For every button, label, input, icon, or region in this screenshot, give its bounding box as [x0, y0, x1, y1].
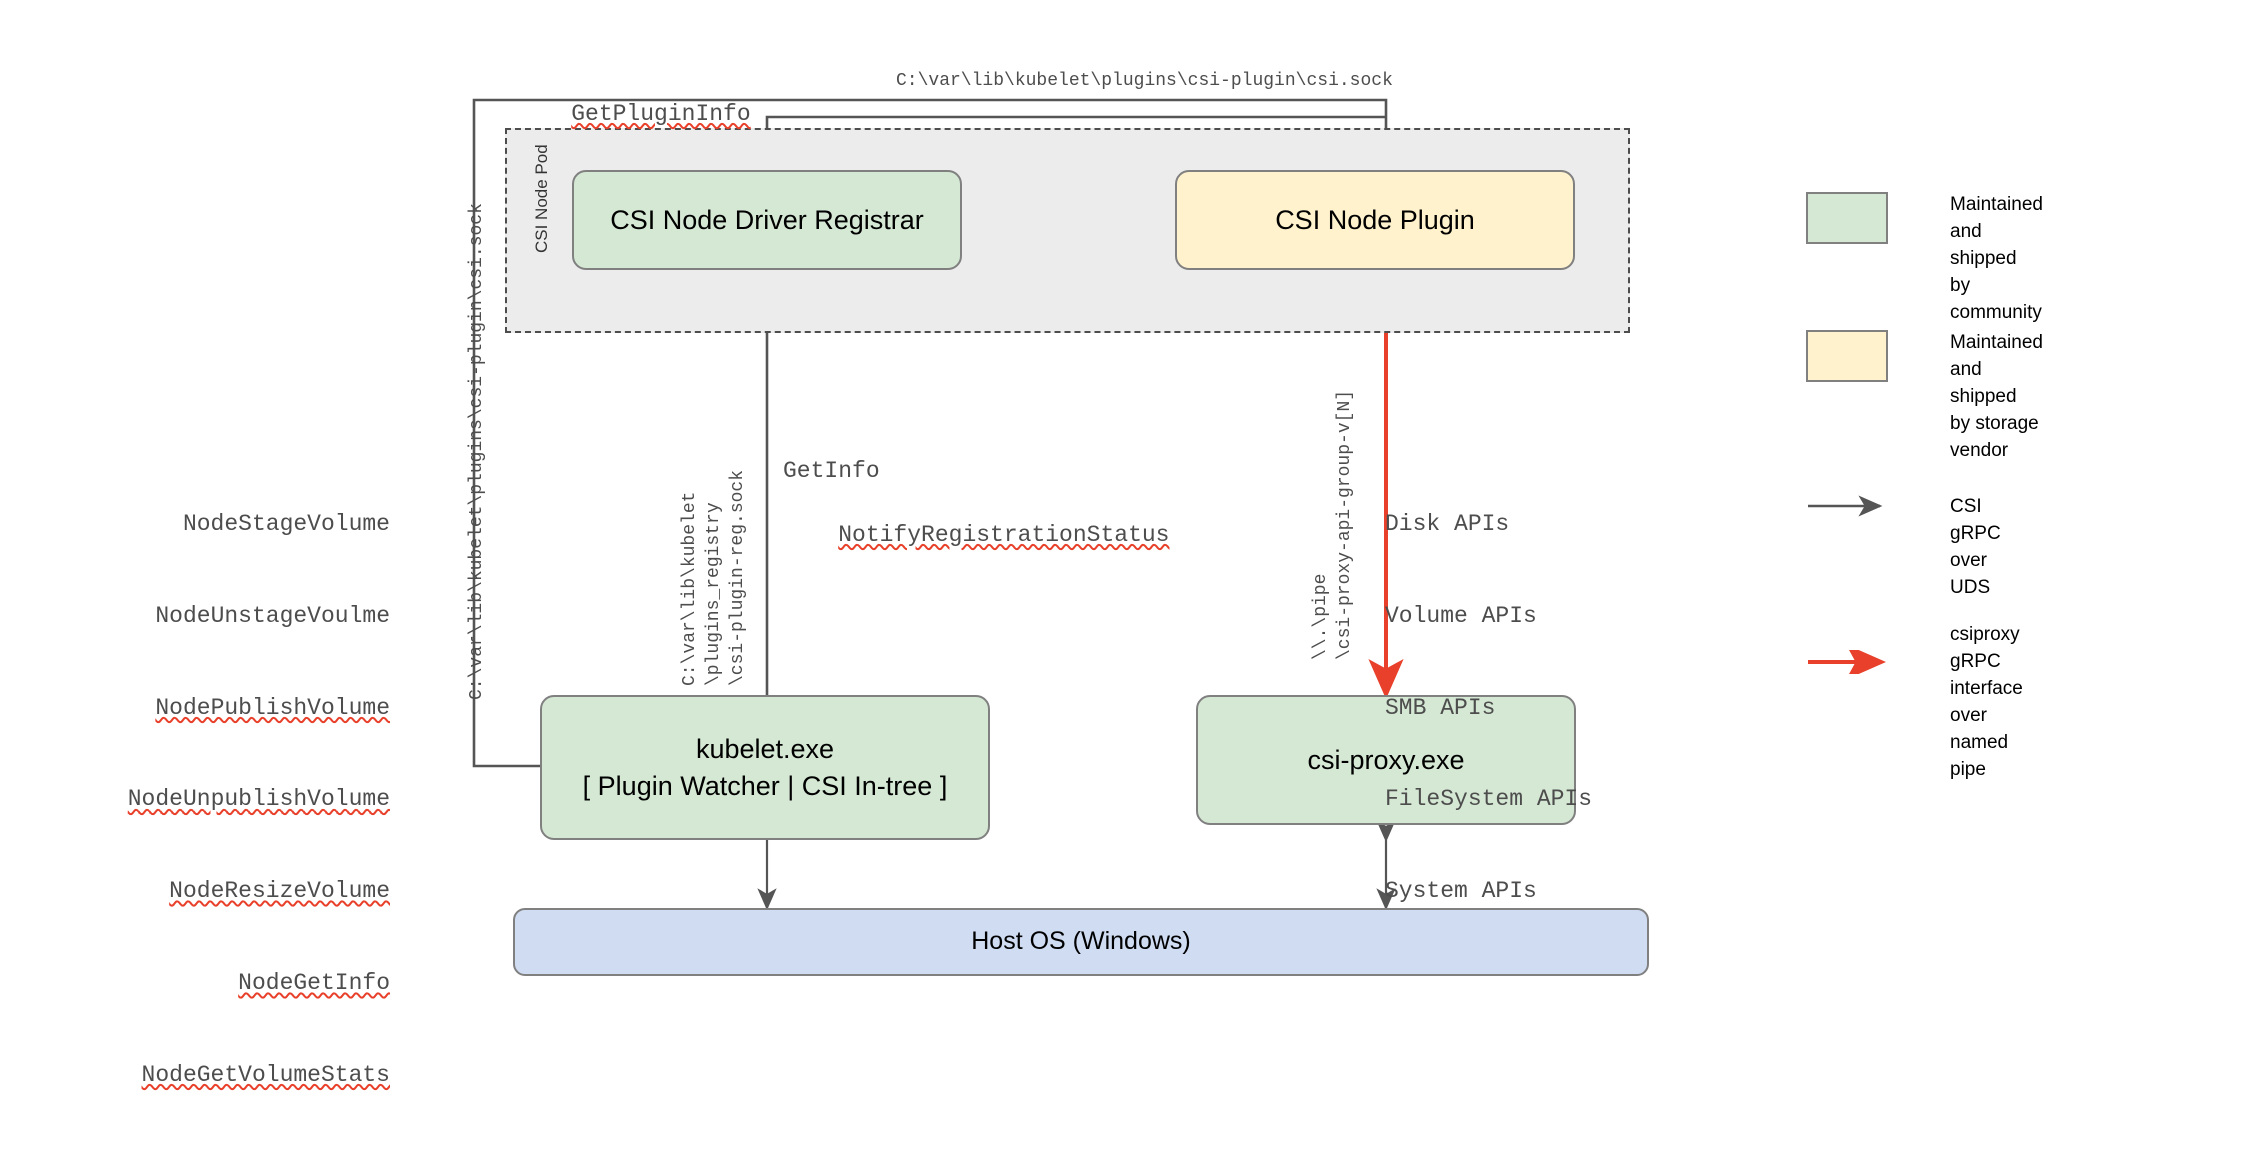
- gray-arrow-icon: [1806, 494, 1898, 518]
- list-item: NodeResizeVolume: [169, 878, 390, 905]
- node-host-os-label: Host OS (Windows): [971, 927, 1191, 956]
- csi-proxy-api-list: Disk APIs Volume APIs SMB APIs FileSyste…: [1385, 448, 1592, 968]
- list-item: NodeStageVolume: [182, 511, 390, 538]
- node-csi-proxy-exe[interactable]: csi-proxy.exe: [1196, 695, 1576, 825]
- csi-node-pod-label: CSI Node Pod: [532, 144, 551, 253]
- node-kubelet-exe[interactable]: kubelet.exe [ Plugin Watcher | CSI In-tr…: [540, 695, 990, 840]
- node-csi-proxy-exe-label: csi-proxy.exe: [1307, 744, 1465, 775]
- label-get-plugin-info: GetPluginInfo: [571, 100, 751, 127]
- legend-item-csiproxy-named-pipe: csiproxy gRPC interface over named pipe: [1806, 622, 2023, 784]
- list-item: Volume APIs: [1385, 602, 1537, 629]
- diagram-canvas: CSI Node Pod CSI Node Driver Registrar C…: [128, 71, 2043, 1088]
- node-csi-node-driver-registrar[interactable]: CSI Node Driver Registrar: [572, 170, 962, 270]
- label-registry-path-line3: \csi-plugin-reg.sock: [728, 469, 748, 686]
- legend-label-storage-vendor: Maintained and shipped by storage vendor: [1950, 332, 2043, 461]
- legend-label-csiproxy-named-pipe: csiproxy gRPC interface over named pipe: [1950, 624, 2023, 780]
- list-item: NodeGetVolumeStats: [141, 1061, 390, 1088]
- connector-kubelet-to-csi-node-plugin: [472, 98, 1398, 768]
- legend-item-csi-grpc-uds: CSI gRPC over UDS: [1806, 494, 2001, 602]
- label-csi-sock-path-left: C:\var\lib\kubelet\plugins\csi-plugin\cs…: [467, 203, 487, 700]
- red-arrow-icon: [1806, 644, 1898, 680]
- node-csi-node-plugin[interactable]: CSI Node Plugin: [1175, 170, 1575, 270]
- legend-label-csi-grpc-uds: CSI gRPC over UDS: [1950, 496, 2001, 598]
- label-get-info: GetInfo: [783, 458, 880, 484]
- label-named-pipe-path-line2: \csi-proxy-api-group-v[N]: [1335, 389, 1355, 660]
- node-csi-node-driver-registrar-label: CSI Node Driver Registrar: [610, 204, 924, 235]
- list-item: NodeUnstageVoulme: [155, 602, 390, 629]
- list-item: NodePublishVolume: [155, 694, 390, 721]
- label-registry-path-line2: \plugins_registry: [704, 502, 724, 686]
- node-csi-node-plugin-label: CSI Node Plugin: [1275, 204, 1475, 235]
- label-named-pipe-path-line1: \\.\pipe: [1311, 573, 1331, 660]
- list-item: SMB APIs: [1385, 694, 1496, 721]
- label-notify-registration-status: NotifyRegistrationStatus: [838, 521, 1170, 548]
- list-item: System APIs: [1385, 878, 1537, 905]
- legend-swatch-green-icon: [1806, 192, 1888, 244]
- legend-swatch-yellow-icon: [1806, 330, 1888, 382]
- node-kubelet-exe-label-line1: kubelet.exe: [695, 734, 835, 765]
- list-item: FileSystem APIs: [1385, 786, 1593, 813]
- legend-item-community: Maintained and shipped by community: [1806, 192, 2043, 327]
- node-kubelet-exe-label-line2: [ Plugin Watcher | CSI In-tree ]: [582, 770, 948, 801]
- label-registry-path-line1: C:\var\lib\kubelet: [680, 491, 700, 686]
- legend-label-community: Maintained and shipped by community: [1950, 194, 2043, 323]
- list-item: NodeGetInfo: [238, 969, 390, 996]
- list-item: Disk APIs: [1385, 511, 1510, 538]
- label-csi-sock-path-top: C:\var\lib\kubelet\plugins\csi-plugin\cs…: [896, 71, 1393, 91]
- node-api-call-list: NodeStageVolume NodeUnstageVoulme NodePu…: [100, 448, 390, 1151]
- list-item: NodeUnpublishVolume: [127, 786, 390, 813]
- node-host-os[interactable]: Host OS (Windows): [513, 908, 1649, 976]
- legend-item-storage-vendor: Maintained and shipped by storage vendor: [1806, 330, 2043, 465]
